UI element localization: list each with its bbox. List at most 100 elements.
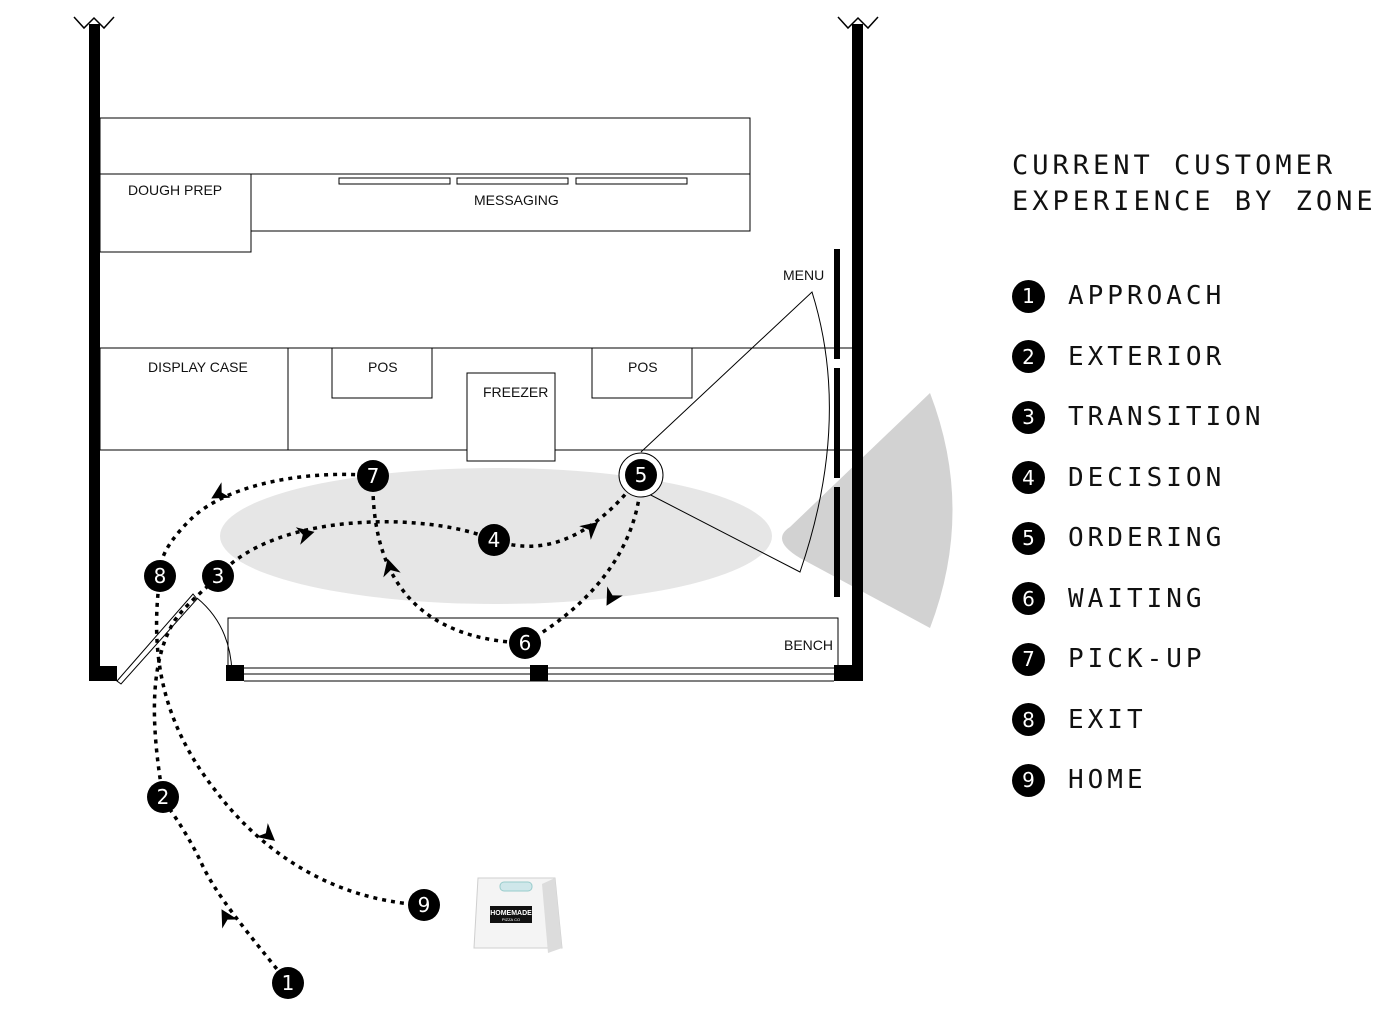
messaging-panel bbox=[456, 177, 569, 185]
legend-label: TRANSITION bbox=[1068, 402, 1265, 433]
bag-sub: PIZZA CO bbox=[502, 917, 520, 922]
path-waiting bbox=[371, 475, 526, 645]
marker-3: 3 bbox=[202, 560, 234, 592]
display-case-label: DISPLAY CASE bbox=[148, 359, 248, 375]
display-case bbox=[99, 347, 289, 451]
view-cone bbox=[782, 393, 953, 628]
door-swing bbox=[196, 597, 233, 673]
legend-label: DECISION bbox=[1068, 462, 1226, 493]
arrowhead bbox=[606, 586, 623, 606]
marker-6-num: 6 bbox=[519, 631, 532, 655]
path-exit bbox=[154, 575, 425, 907]
marker-8-num: 8 bbox=[154, 564, 167, 588]
legend-number: 9 bbox=[1012, 763, 1045, 797]
legend: CURRENT CUSTOMER EXPERIENCE BY ZONE 1 APP… bbox=[1012, 148, 1382, 811]
arrowhead bbox=[211, 482, 231, 499]
legend-title: CURRENT CUSTOMER EXPERIENCE BY ZONE bbox=[1012, 148, 1382, 220]
messaging-area bbox=[250, 173, 751, 232]
marker-6: 6 bbox=[509, 627, 541, 659]
messaging-panel bbox=[338, 177, 451, 185]
freezer-label: FREEZER bbox=[483, 384, 548, 400]
bag-logo bbox=[490, 906, 532, 923]
arrowhead bbox=[221, 909, 238, 929]
legend-number: 1 bbox=[1012, 279, 1045, 313]
marker-9-num: 9 bbox=[418, 893, 431, 917]
legend-number: 5 bbox=[1012, 521, 1045, 555]
freezer bbox=[466, 372, 556, 462]
front-wall-left-post bbox=[89, 666, 117, 681]
legend-item-waiting: 6 WAITING bbox=[1012, 569, 1382, 630]
arrowhead bbox=[295, 527, 315, 545]
legend-item-decision: 4 DECISION bbox=[1012, 448, 1382, 509]
front-wall-post bbox=[530, 665, 548, 681]
menu-sightline bbox=[640, 291, 830, 573]
legend-number: 3 bbox=[1012, 400, 1045, 434]
legend-item-home: 9 HOME bbox=[1012, 750, 1382, 811]
legend-number: 2 bbox=[1012, 340, 1045, 374]
right-wall-break bbox=[837, 16, 879, 30]
takeaway-bag: HOMEMADE PIZZA CO bbox=[473, 877, 563, 953]
path-approach bbox=[161, 796, 290, 985]
back-counter bbox=[99, 117, 751, 175]
marker-1: 1 bbox=[272, 967, 304, 999]
legend-number: 4 bbox=[1012, 461, 1045, 495]
left-wall-break bbox=[73, 16, 115, 30]
path-decision bbox=[493, 473, 643, 548]
window-segment bbox=[834, 368, 840, 478]
window-segment bbox=[834, 249, 840, 359]
legend-item-approach: 1 APPROACH bbox=[1012, 266, 1382, 327]
path-transition bbox=[216, 520, 495, 578]
marker-2-num: 2 bbox=[157, 785, 170, 809]
legend-number: 8 bbox=[1012, 703, 1045, 737]
arrowhead bbox=[383, 558, 401, 578]
legend-item-ordering: 5 ORDERING bbox=[1012, 508, 1382, 569]
legend-list: 1 APPROACH 2 EXTERIOR 3 TRANSITION 4 DECISIO… bbox=[1012, 266, 1382, 811]
legend-label: HOME bbox=[1068, 765, 1147, 796]
legend-title-line1: CURRENT CUSTOMER bbox=[1012, 150, 1337, 181]
left-wall bbox=[89, 24, 100, 681]
marker-5-num: 5 bbox=[635, 463, 648, 487]
messaging-label: MESSAGING bbox=[474, 192, 559, 208]
marker-2: 2 bbox=[147, 781, 179, 813]
legend-number: 6 bbox=[1012, 582, 1045, 616]
menu-label: MENU bbox=[783, 267, 824, 283]
legend-label: WAITING bbox=[1068, 583, 1206, 614]
messaging-panel bbox=[575, 177, 688, 185]
arrowhead bbox=[579, 522, 599, 540]
legend-number: 7 bbox=[1012, 642, 1045, 676]
bag-brand: HOMEMADE bbox=[490, 910, 532, 917]
marker-5: 5 bbox=[625, 459, 657, 491]
legend-title-line2: EXPERIENCE BY ZONE bbox=[1012, 186, 1377, 217]
marker-1-num: 1 bbox=[282, 971, 295, 995]
legend-item-exit: 8 EXIT bbox=[1012, 690, 1382, 751]
legend-item-transition: 3 TRANSITION bbox=[1012, 387, 1382, 448]
legend-label: ORDERING bbox=[1068, 523, 1226, 554]
arrowhead bbox=[256, 823, 276, 841]
legend-item-exterior: 2 EXTERIOR bbox=[1012, 327, 1382, 388]
legend-label: EXTERIOR bbox=[1068, 341, 1226, 372]
pos-right bbox=[591, 347, 693, 399]
legend-label: EXIT bbox=[1068, 704, 1147, 735]
marker-7-num: 7 bbox=[367, 464, 380, 488]
window-segment bbox=[834, 487, 840, 597]
front-wall-right-post bbox=[834, 665, 863, 681]
marker-4: 4 bbox=[478, 524, 510, 556]
front-wall-post bbox=[226, 665, 244, 681]
marker-8: 8 bbox=[144, 560, 176, 592]
path-ordering bbox=[524, 474, 643, 645]
dough-prep-label: DOUGH PREP bbox=[128, 182, 222, 198]
marker-4-num: 4 bbox=[488, 528, 501, 552]
pos-right-label: POS bbox=[628, 359, 658, 375]
legend-label: APPROACH bbox=[1068, 281, 1226, 312]
legend-label: PICK-UP bbox=[1068, 644, 1206, 675]
marker-7: 7 bbox=[357, 460, 389, 492]
marker-9: 9 bbox=[408, 889, 440, 921]
bag-handle bbox=[499, 881, 533, 892]
right-wall bbox=[852, 24, 863, 681]
bench-label: BENCH bbox=[784, 637, 833, 653]
floor-plan: DOUGH PREP MESSAGING DISPLAY CASE POS FR… bbox=[73, 16, 953, 999]
legend-item-pickup: 7 PICK-UP bbox=[1012, 629, 1382, 690]
marker-3-num: 3 bbox=[212, 564, 225, 588]
pos-left-label: POS bbox=[368, 359, 398, 375]
pos-left bbox=[331, 347, 433, 399]
